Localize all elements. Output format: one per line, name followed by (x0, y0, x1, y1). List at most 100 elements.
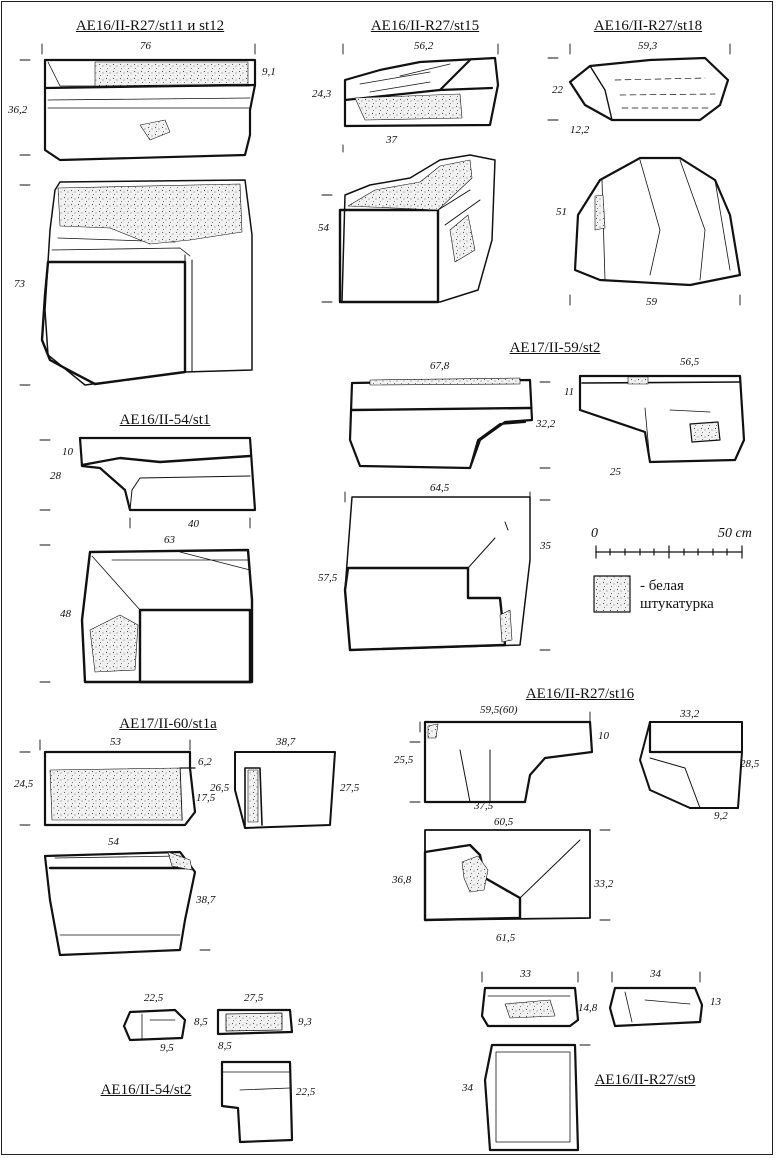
dim-label: 24,3 (312, 88, 332, 100)
dim-label: 63 (164, 534, 175, 546)
dim-label: 22 (552, 84, 563, 96)
stone-st9-side-view (480, 986, 580, 1028)
dim-label: 33,2 (680, 708, 700, 720)
dim-label: 8,5 (194, 1016, 208, 1028)
stone-st54-2-top-view (216, 1008, 294, 1036)
dim-label: 67,8 (430, 360, 450, 372)
dim-label: 32,2 (536, 418, 556, 430)
stone-st54-1-side-view (78, 436, 257, 512)
stone-st9-top-view (608, 986, 704, 1028)
dim-label: 48 (60, 608, 71, 620)
title-st59: AE17/II-59/st2 (509, 340, 601, 356)
dim-label: 11 (564, 386, 575, 398)
dim-label: 22,5 (296, 1086, 316, 1098)
dim-label: 76 (140, 40, 151, 52)
dim-label: 35 (540, 540, 551, 552)
stone-st54-2-front-view (220, 1060, 294, 1144)
title-st60: AE17/II-60/st1a (119, 716, 217, 732)
stone-st59-side-view-b (578, 374, 746, 464)
dim-label: 38,7 (196, 894, 216, 906)
dim-label: 12,2 (570, 124, 590, 136)
dimension-lines (19, 43, 741, 1046)
legend-plaster-swatch (593, 575, 631, 613)
dim-label: 25,5 (394, 754, 414, 766)
stone-st60-top-view (234, 751, 336, 829)
dim-label: 22,5 (144, 992, 164, 1004)
dim-label: 37,5 (474, 800, 494, 812)
legend-label-line1: - белая (640, 578, 684, 594)
dim-label: 25 (610, 466, 621, 478)
stone-st16-top-view (639, 720, 744, 809)
stone-st60-front-view (43, 850, 197, 957)
dim-label: 34 (462, 1082, 473, 1094)
stone-st59-side-view-a (348, 377, 534, 470)
stone-st54-2-side-view (122, 1008, 187, 1042)
dim-label: 56,5 (680, 356, 700, 368)
dim-label: 28,5 (740, 758, 760, 770)
stone-st59-front-view (343, 496, 531, 652)
title-st15: AE16/II-R27/st15 (370, 18, 480, 34)
dim-label: 54 (108, 836, 119, 848)
title-st54-2: AE16/II-54/st2 (100, 1082, 192, 1098)
stone-st12-front-view (40, 179, 253, 386)
stone-st16-side-view (423, 720, 594, 804)
dim-label: 10 (598, 730, 609, 742)
dim-label: 26,5 (210, 782, 230, 794)
stone-st9-front-view (483, 1043, 580, 1152)
scale-max-label: 50 cm (718, 526, 752, 541)
dim-label: 34 (650, 968, 661, 980)
dim-label: 53 (110, 736, 121, 748)
title-st16: AE16/II-R27/st16 (525, 686, 635, 702)
title-st18: AE16/II-R27/st18 (593, 18, 703, 34)
stone-st18-top-view (568, 56, 730, 122)
dim-label: 9,5 (160, 1042, 174, 1054)
dim-label: 57,5 (318, 572, 338, 584)
stone-st54-1-front-view (80, 548, 254, 684)
dim-label: 14,8 (578, 1002, 598, 1014)
dim-label: 33 (520, 968, 531, 980)
dim-label: 13 (710, 996, 721, 1008)
dim-label: 59 (646, 296, 657, 308)
dim-label: 51 (556, 206, 567, 218)
dim-label: 27,5 (340, 782, 360, 794)
dim-label: 73 (14, 278, 25, 290)
stone-st16-front-view (423, 829, 591, 922)
title-st11-st12: AE16/II-R27/st11 и st12 (75, 18, 225, 34)
stone-st15-front-view (338, 154, 496, 304)
dim-label: 6,2 (198, 756, 212, 768)
dim-label: 59,5(60) (480, 704, 518, 716)
stone-st18-front-view (573, 156, 742, 287)
scale-bar (595, 545, 743, 559)
dim-label: 56,2 (414, 40, 434, 52)
stone-st60-side-view (43, 750, 197, 827)
dim-label: 40 (188, 518, 199, 530)
dim-label: 37 (386, 134, 397, 146)
dim-label: 10 (62, 446, 73, 458)
dim-label: 59,3 (638, 40, 658, 52)
scale-zero-label: 0 (591, 526, 598, 541)
dim-label: 64,5 (430, 482, 450, 494)
stone-st15-top-view (343, 56, 500, 128)
dim-label: 27,5 (244, 992, 264, 1004)
dim-label: 36,2 (8, 104, 28, 116)
dim-label: 36,8 (392, 874, 412, 886)
dim-label: 61,5 (496, 932, 516, 944)
dim-label: 9,1 (262, 66, 276, 78)
dim-label: 38,7 (276, 736, 296, 748)
title-st9: AE16/II-R27/st9 (594, 1072, 696, 1088)
legend-label-line2: штукатурка (640, 596, 714, 612)
dim-label: 33,2 (594, 878, 614, 890)
dim-label: 17,5 (196, 792, 216, 804)
dim-label: 24,5 (14, 778, 34, 790)
dim-label: 9,2 (714, 810, 728, 822)
dim-label: 60,5 (494, 816, 514, 828)
dim-label: 8,5 (218, 1040, 232, 1052)
dim-label: 9,3 (298, 1016, 312, 1028)
stone-st11-top-view (43, 58, 257, 162)
dim-label: 54 (318, 222, 329, 234)
title-st54-1: AE16/II-54/st1 (119, 412, 211, 428)
dim-label: 28 (50, 470, 61, 482)
